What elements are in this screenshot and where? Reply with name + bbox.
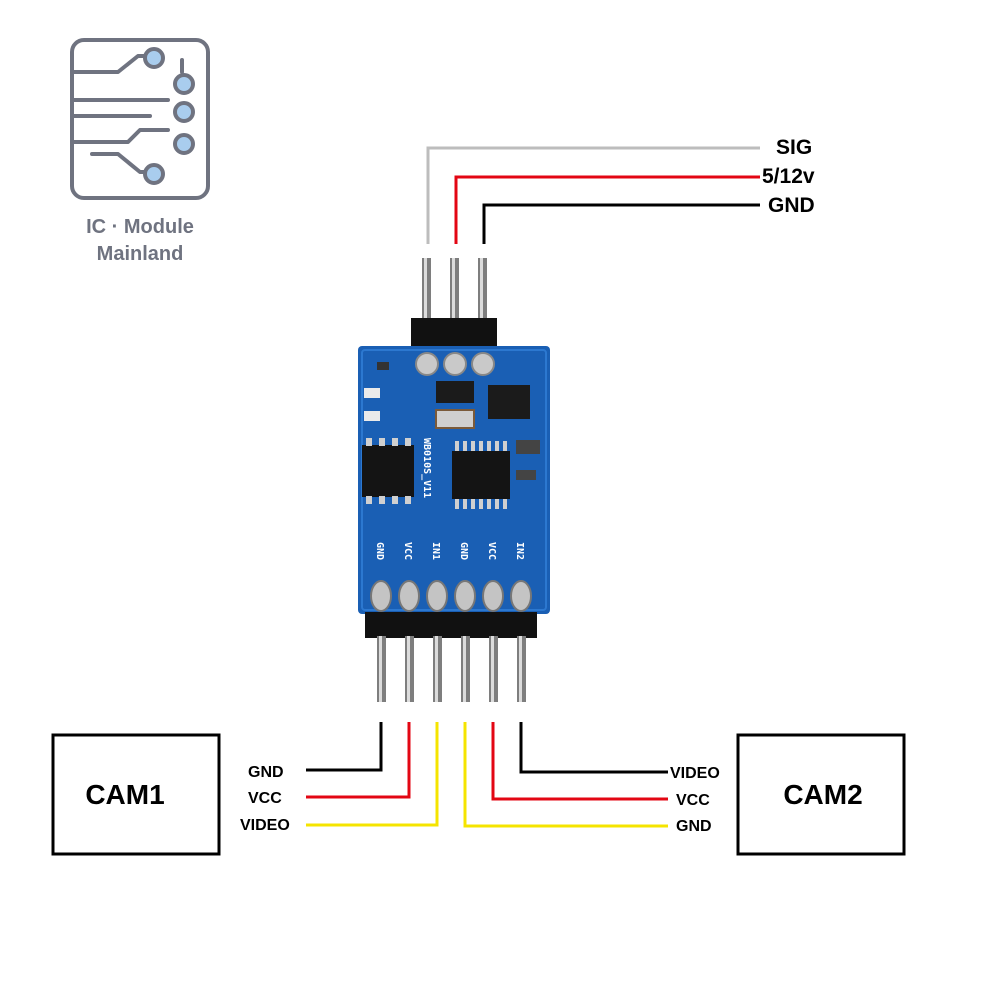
cam2-label-gnd: GND [676,818,712,835]
label-power: 5/12v [762,165,815,188]
ic-chip-center [452,441,510,509]
label-gnd-top: GND [768,194,815,217]
wire-sig [426,146,760,244]
cam2-wire-video [519,722,668,774]
logo-line-1: IC · Module [86,216,194,238]
cam1-wire-gnd [306,722,383,772]
cam2-wire-vcc [491,722,668,801]
cam2-box: CAM2 [736,733,906,856]
wire-power [454,175,760,244]
cam1-box: CAM1 [51,733,221,856]
logo: IC · Module Mainland [70,38,210,265]
cam1-wire-vcc [306,722,411,799]
wire-gnd-top [482,203,760,244]
cam1-wires [306,722,439,827]
bottom-pin-header [365,612,537,702]
board-model-label: WB010S_V11 [421,438,432,498]
cam2-wires [463,722,668,828]
pin-label-5: VCC [486,542,497,560]
pin-label-2: VCC [402,542,413,560]
label-sig: SIG [776,136,812,159]
pcb-board: WB010S_V11 GND VCC IN1 GND VCC IN2 [358,346,550,614]
ic-chip-left [362,438,414,504]
bottom-solder-joints [370,580,532,612]
cam1-label-video: VIDEO [240,817,290,834]
circuit-nodes [143,47,195,185]
cam1-label-vcc: VCC [248,790,282,807]
cam1-label-gnd: GND [248,764,284,781]
logo-line-2: Mainland [97,243,184,265]
cam2-title: CAM2 [783,779,862,810]
cam2-label-vcc: VCC [676,792,710,809]
cam1-title: CAM1 [85,779,164,810]
cam2-wire-gnd [463,722,668,828]
cam2-label-video: VIDEO [670,765,720,782]
pin-label-1: GND [374,542,385,560]
top-wires [426,146,760,244]
pin-label-3: IN1 [430,542,441,560]
pin-label-6: IN2 [514,542,525,560]
top-pin-header [411,258,497,348]
pin-labels: GND VCC IN1 GND VCC IN2 [374,542,525,560]
pin-label-4: GND [458,542,469,560]
cam1-wire-video [306,722,439,827]
